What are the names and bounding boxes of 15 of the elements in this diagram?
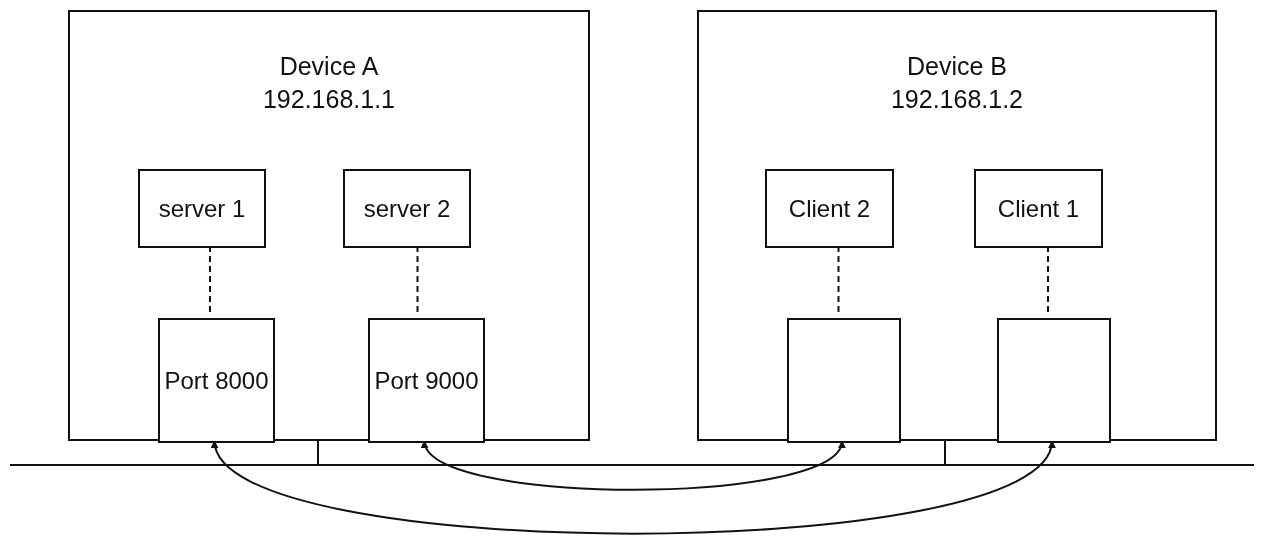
device-box	[68, 10, 590, 441]
device-label: Device B 192.168.1.2	[889, 51, 1025, 115]
network-bus-line	[10, 464, 1254, 466]
client-box: Client 2	[765, 169, 894, 248]
device-box	[697, 10, 1217, 441]
connector-line	[944, 440, 946, 465]
server-box: server 1	[138, 169, 266, 248]
port-box	[787, 318, 901, 443]
port-box: Port 8000	[158, 318, 275, 443]
port-box	[997, 318, 1111, 443]
connector-line	[317, 440, 319, 465]
client-box: Client 1	[974, 169, 1103, 248]
device-label: Device A 192.168.1.1	[261, 51, 397, 115]
port-box: Port 9000	[368, 318, 485, 443]
server-box: server 2	[343, 169, 471, 248]
